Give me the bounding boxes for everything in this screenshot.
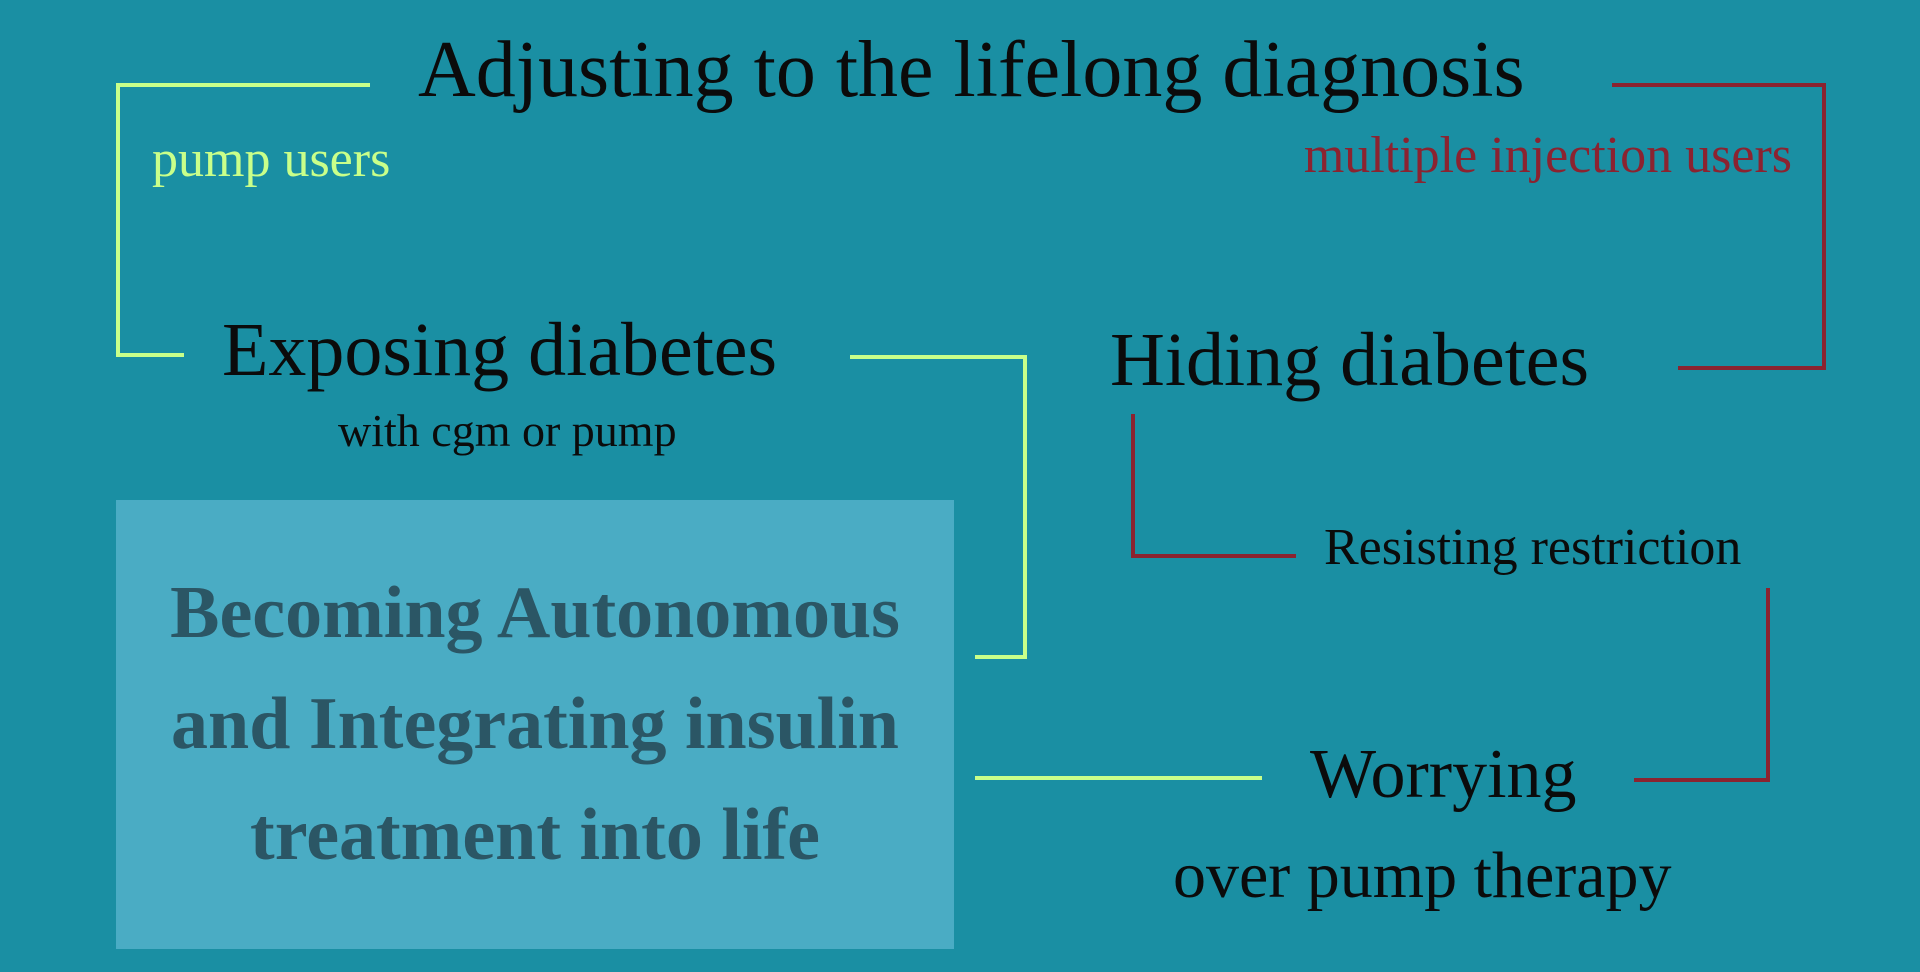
group-label-multiple-injection-users: multiple injection users	[1303, 127, 1792, 184]
connector-hiding-to-resisting	[1131, 414, 1296, 558]
node-resisting-restriction: Resisting restriction	[1324, 519, 1742, 576]
core-category-line-1: Becoming Autonomous	[170, 572, 900, 654]
core-category-box: Becoming Autonomous and Integrating insu…	[116, 500, 954, 949]
group-label-pump-users: pump users	[152, 131, 391, 188]
node-worrying-sublabel: over pump therapy	[1173, 839, 1672, 912]
node-exposing-diabetes: Exposing diabetes	[222, 308, 778, 392]
diagram-title: Adjusting to the lifelong diagnosis	[418, 26, 1525, 114]
core-category-line-2: and Integrating insulin	[171, 683, 899, 765]
node-hiding-diabetes: Hiding diabetes	[1110, 318, 1590, 402]
core-category-text: Becoming Autonomous and Integrating insu…	[170, 558, 900, 891]
node-worrying: Worrying	[1310, 736, 1577, 813]
node-exposing-diabetes-sublabel: with cgm or pump	[338, 405, 677, 456]
connector-resisting-to-worrying	[1634, 588, 1770, 782]
core-category-line-3: treatment into life	[250, 794, 820, 876]
